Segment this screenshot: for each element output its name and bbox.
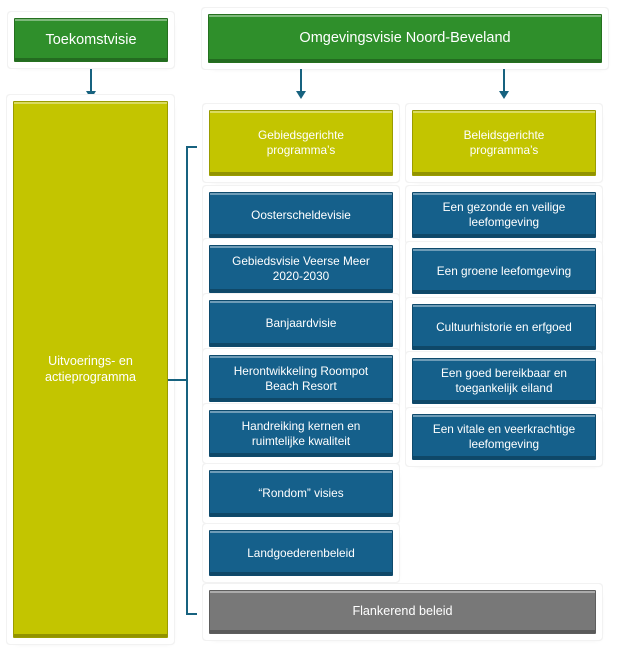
node-gebiedsgerichte-item-5-label: Handreiking kernen en ruimtelijke kwalit… (241, 418, 361, 448)
node-omgevingsvisie[interactable]: Omgevingsvisie Noord-Beveland (208, 14, 602, 63)
node-gebiedsgerichte-item-2-label: Gebiedsvisie Veerse Meer 2020-2030 (232, 254, 370, 283)
node-beleidsgerichte-item-2-label: Een groene leefomgeving (436, 263, 572, 278)
node-flankerend-beleid-label: Flankerend beleid (352, 604, 453, 619)
node-uitvoerings-en-actieprogramma[interactable]: Uitvoerings- en actieprogramma (13, 101, 168, 638)
node-beleidsgerichte-item-2[interactable]: Een groene leefomgeving (412, 248, 596, 294)
node-beleidsgerichte-item-5-label: Een vitale en veerkrachtige leefomgeving (432, 422, 576, 451)
node-gebiedsgerichte-item-5[interactable]: Handreiking kernen en ruimtelijke kwalit… (209, 410, 393, 457)
node-toekomstvisie-label: Toekomstvisie (45, 31, 137, 48)
node-omgevingsvisie-label: Omgevingsvisie Noord-Beveland (299, 30, 511, 47)
node-beleidsgerichte-item-1-label: Een gezonde en veilige leefomgeving (442, 200, 566, 229)
node-gebiedsgerichte-item-1-label: Oosterscheldevisie (251, 207, 351, 222)
node-beleidsgerichte-item-3[interactable]: Cultuurhistorie en erfgoed (412, 304, 596, 350)
node-gebiedsgerichte-item-3[interactable]: Banjaardvisie (209, 300, 393, 347)
connector-toekomstvisie-to-uitvoerings (90, 69, 92, 93)
node-gebiedsgerichte-programmas[interactable]: Gebiedsgerichte programma’s (209, 110, 393, 176)
node-beleidsgerichte-item-4-label: Een goed bereikbaar en toegankelijk eila… (441, 366, 567, 395)
node-beleidsgerichte-item-1[interactable]: Een gezonde en veilige leefomgeving (412, 192, 596, 238)
node-gebiedsgerichte-item-6[interactable]: “Rondom” visies (209, 470, 393, 517)
bracket-stub-to-uitvoerings (168, 379, 188, 381)
node-uitvoerings-en-actieprogramma-label: Uitvoerings- en actieprogramma (45, 353, 136, 384)
node-beleidsgerichte-programmas-label: Beleidsgerichte programma’s (463, 128, 545, 157)
node-beleidsgerichte-item-4[interactable]: Een goed bereikbaar en toegankelijk eila… (412, 358, 596, 404)
node-flankerend-beleid[interactable]: Flankerend beleid (209, 590, 596, 634)
node-gebiedsgerichte-item-7-label: Landgoederenbeleid (247, 545, 355, 560)
node-beleidsgerichte-item-3-label: Cultuurhistorie en erfgoed (436, 319, 572, 334)
node-gebiedsgerichte-item-3-label: Banjaardvisie (265, 316, 337, 331)
arrowhead-toekomstvisie (86, 91, 96, 99)
arrowhead-gebiedsgerichte (296, 91, 306, 99)
node-gebiedsgerichte-programmas-label: Gebiedsgerichte programma’s (258, 128, 344, 157)
node-toekomstvisie[interactable]: Toekomstvisie (14, 18, 168, 62)
connector-omgevingsvisie-to-gebiedsgerichte (300, 69, 302, 93)
node-gebiedsgerichte-item-2[interactable]: Gebiedsvisie Veerse Meer 2020-2030 (209, 245, 393, 293)
node-beleidsgerichte-programmas[interactable]: Beleidsgerichte programma’s (412, 110, 596, 176)
node-beleidsgerichte-item-5[interactable]: Een vitale en veerkrachtige leefomgeving (412, 414, 596, 460)
node-gebiedsgerichte-item-6-label: “Rondom” visies (258, 486, 344, 501)
node-gebiedsgerichte-item-4-label: Herontwikkeling Roompot Beach Resort (233, 363, 369, 393)
node-gebiedsgerichte-item-7[interactable]: Landgoederenbeleid (209, 530, 393, 576)
connector-omgevingsvisie-to-beleidsgerichte (503, 69, 505, 93)
arrowhead-beleidsgerichte (499, 91, 509, 99)
node-gebiedsgerichte-item-1[interactable]: Oosterscheldevisie (209, 192, 393, 238)
node-gebiedsgerichte-item-4[interactable]: Herontwikkeling Roompot Beach Resort (209, 355, 393, 402)
